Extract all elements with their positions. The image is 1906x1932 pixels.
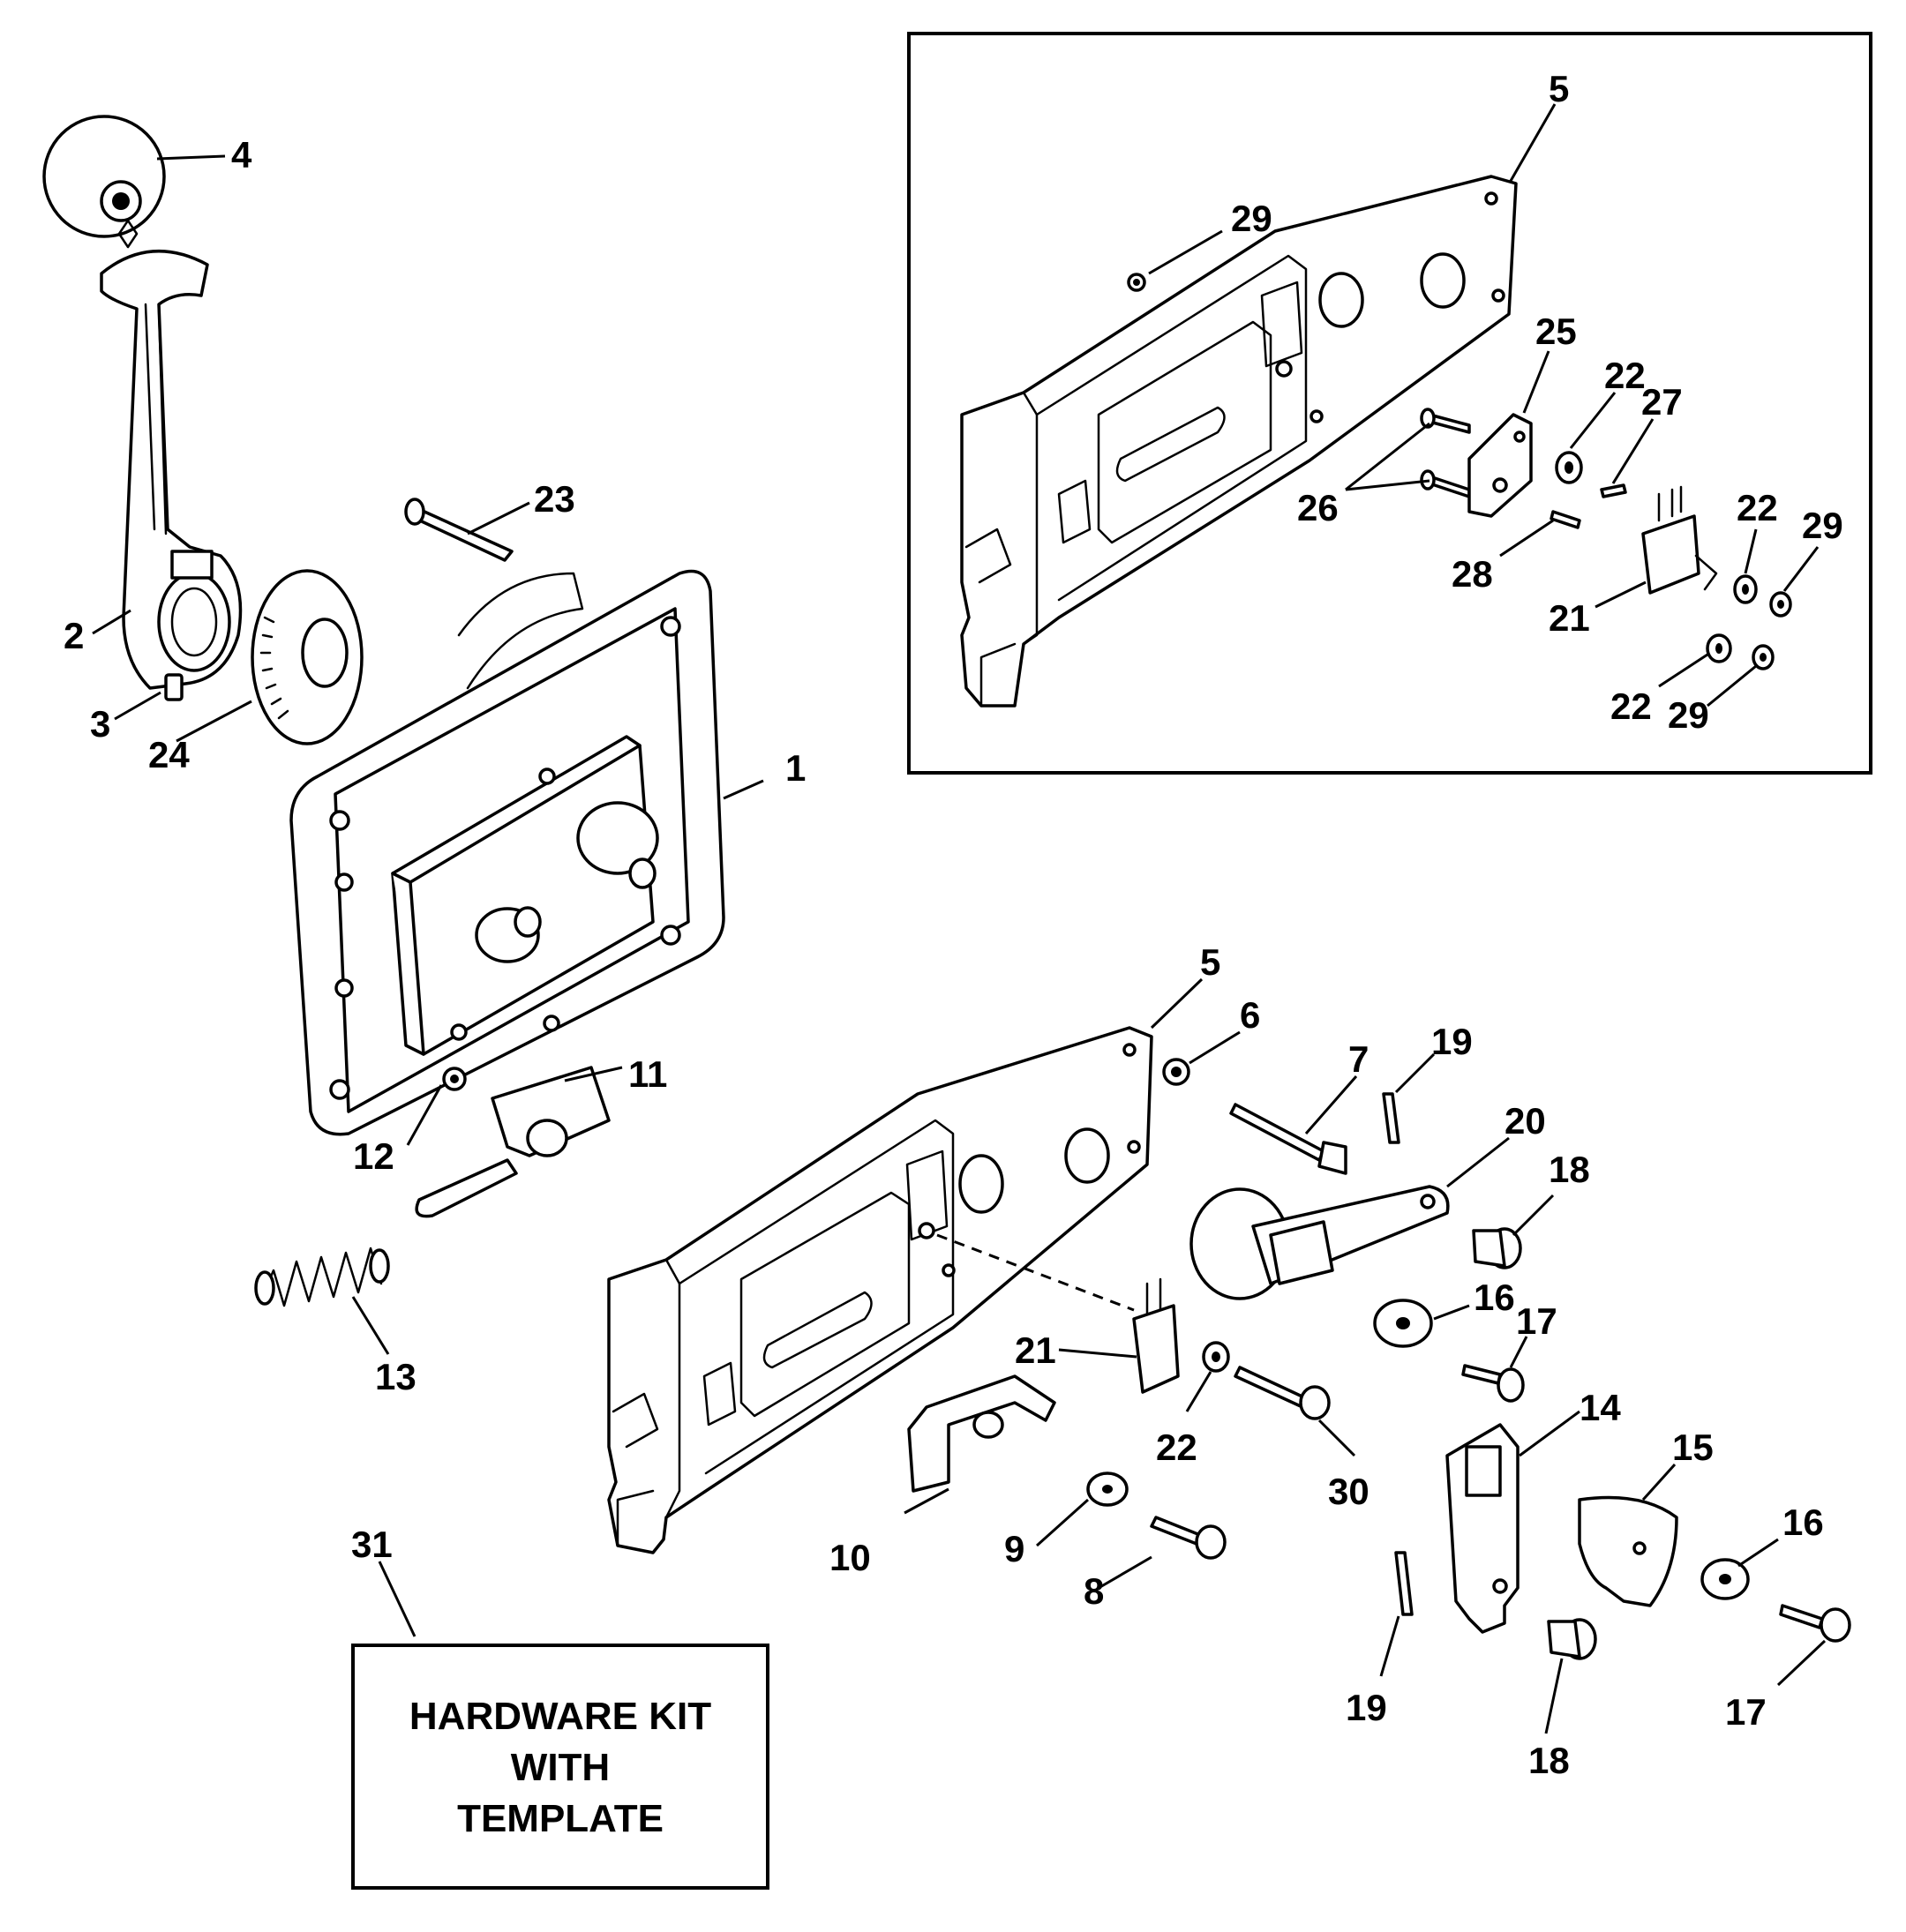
callout-4: 4 [231, 134, 252, 176]
spring-13 [254, 1247, 390, 1307]
inset-nut-29 [1127, 273, 1146, 292]
hardware-kit-line2: WITH [511, 1746, 610, 1789]
screw-8 [1150, 1516, 1227, 1560]
callout-25: 25 [1535, 311, 1577, 352]
knob-4 [42, 115, 166, 249]
inset-washer-22b [1733, 574, 1758, 604]
shoulder-bushing-18b [1547, 1618, 1597, 1660]
screw-17a [1461, 1364, 1525, 1403]
callout-18-a: 18 [1549, 1149, 1590, 1190]
callout-5-main: 5 [1200, 941, 1220, 983]
callout-22-inset-c: 22 [1610, 685, 1652, 727]
pin-23 [404, 498, 514, 562]
callout-21-main: 21 [1015, 1329, 1056, 1371]
screw-30 [1234, 1366, 1331, 1420]
hardware-kit-line1: HARDWARE KIT [409, 1695, 711, 1738]
callout-24: 24 [148, 734, 190, 775]
callout-16-b: 16 [1782, 1501, 1824, 1543]
hardware-kit-box: HARDWARE KIT WITH TEMPLATE [351, 1644, 769, 1890]
callout-17-a: 17 [1516, 1300, 1557, 1342]
inset-nut-29b [1769, 591, 1792, 618]
set-screw-3 [164, 673, 184, 701]
cotter-pin-19b [1394, 1551, 1414, 1616]
washer-9 [1086, 1471, 1129, 1507]
neutral-switch-21 [1132, 1277, 1180, 1394]
callout-22-inset-b: 22 [1737, 487, 1778, 528]
inset-screw-26b [1420, 469, 1471, 498]
callout-10: 10 [829, 1537, 871, 1578]
callout-16-a: 16 [1474, 1277, 1515, 1318]
inset-screw-28 [1550, 510, 1581, 529]
control-housing-1 [289, 569, 725, 1136]
inset-screw-27 [1600, 483, 1627, 498]
inset-nut-29c [1752, 644, 1775, 670]
callout-26: 26 [1297, 487, 1339, 528]
callout-22-inset-a: 22 [1604, 355, 1646, 396]
washer-16b [1700, 1558, 1750, 1600]
callout-2: 2 [64, 615, 84, 656]
inset-plate-25 [1467, 413, 1533, 518]
callout-19-a: 19 [1431, 1021, 1473, 1062]
callout-28: 28 [1452, 553, 1493, 595]
assembly-dashed-line [936, 1233, 1135, 1312]
callout-9: 9 [1004, 1528, 1024, 1569]
callout-23: 23 [534, 478, 575, 520]
leader-lines [92, 103, 1827, 1734]
callout-29-inset-a: 29 [1231, 198, 1272, 239]
callout-12: 12 [353, 1135, 394, 1177]
washer-22 [1202, 1341, 1230, 1373]
mounting-bracket-5 [607, 1026, 1153, 1554]
callout-6: 6 [1240, 994, 1260, 1036]
washer-16a [1373, 1299, 1433, 1348]
neutral-lock-11 [415, 1066, 611, 1218]
hardware-kit-line3: TEMPLATE [457, 1797, 664, 1840]
callout-11: 11 [628, 1053, 667, 1095]
callout-7: 7 [1348, 1038, 1369, 1080]
throttle-lever-20 [1189, 1185, 1450, 1300]
inset-screw-26a [1420, 408, 1471, 434]
control-handle-2 [100, 249, 243, 690]
callout-13: 13 [375, 1356, 416, 1397]
callout-5-inset: 5 [1549, 68, 1569, 109]
callout-18-b: 18 [1528, 1740, 1570, 1781]
shift-lever-14 [1445, 1423, 1520, 1634]
detent-plate-15 [1578, 1495, 1678, 1607]
clip-10 [907, 1374, 1056, 1493]
inset-frame [907, 32, 1872, 775]
cotter-pin-19a [1382, 1092, 1400, 1144]
callout-31: 31 [351, 1524, 393, 1565]
neutral-lock-plate-24 [251, 569, 364, 745]
callout-8: 8 [1084, 1570, 1104, 1612]
callout-17-b: 17 [1725, 1691, 1767, 1733]
callout-22-main: 22 [1156, 1427, 1197, 1468]
callout-20: 20 [1505, 1100, 1546, 1142]
screw-7 [1229, 1103, 1347, 1175]
callout-labels: 1 2 3 4 5 5 6 7 8 9 10 11 12 13 14 15 16… [64, 68, 1843, 1781]
callout-1: 1 [785, 747, 806, 789]
callout-30: 30 [1328, 1471, 1369, 1512]
nut-6 [1162, 1058, 1190, 1086]
inset-mounting-bracket [960, 175, 1518, 708]
screw-17b [1779, 1604, 1851, 1643]
callout-27: 27 [1641, 381, 1683, 423]
nut-12 [442, 1067, 467, 1091]
inset-washer-22c [1706, 633, 1732, 663]
callout-29-inset-c: 29 [1668, 694, 1709, 736]
callout-19-b: 19 [1346, 1687, 1387, 1728]
callout-3: 3 [90, 703, 110, 745]
callout-15: 15 [1672, 1427, 1714, 1468]
callout-21-inset: 21 [1549, 597, 1590, 639]
callout-29-inset-b: 29 [1802, 505, 1843, 546]
shoulder-bushing-18a [1472, 1227, 1522, 1269]
callout-14: 14 [1580, 1387, 1621, 1428]
inset-washer-22a [1555, 451, 1583, 484]
inset-switch-21 [1641, 485, 1718, 595]
